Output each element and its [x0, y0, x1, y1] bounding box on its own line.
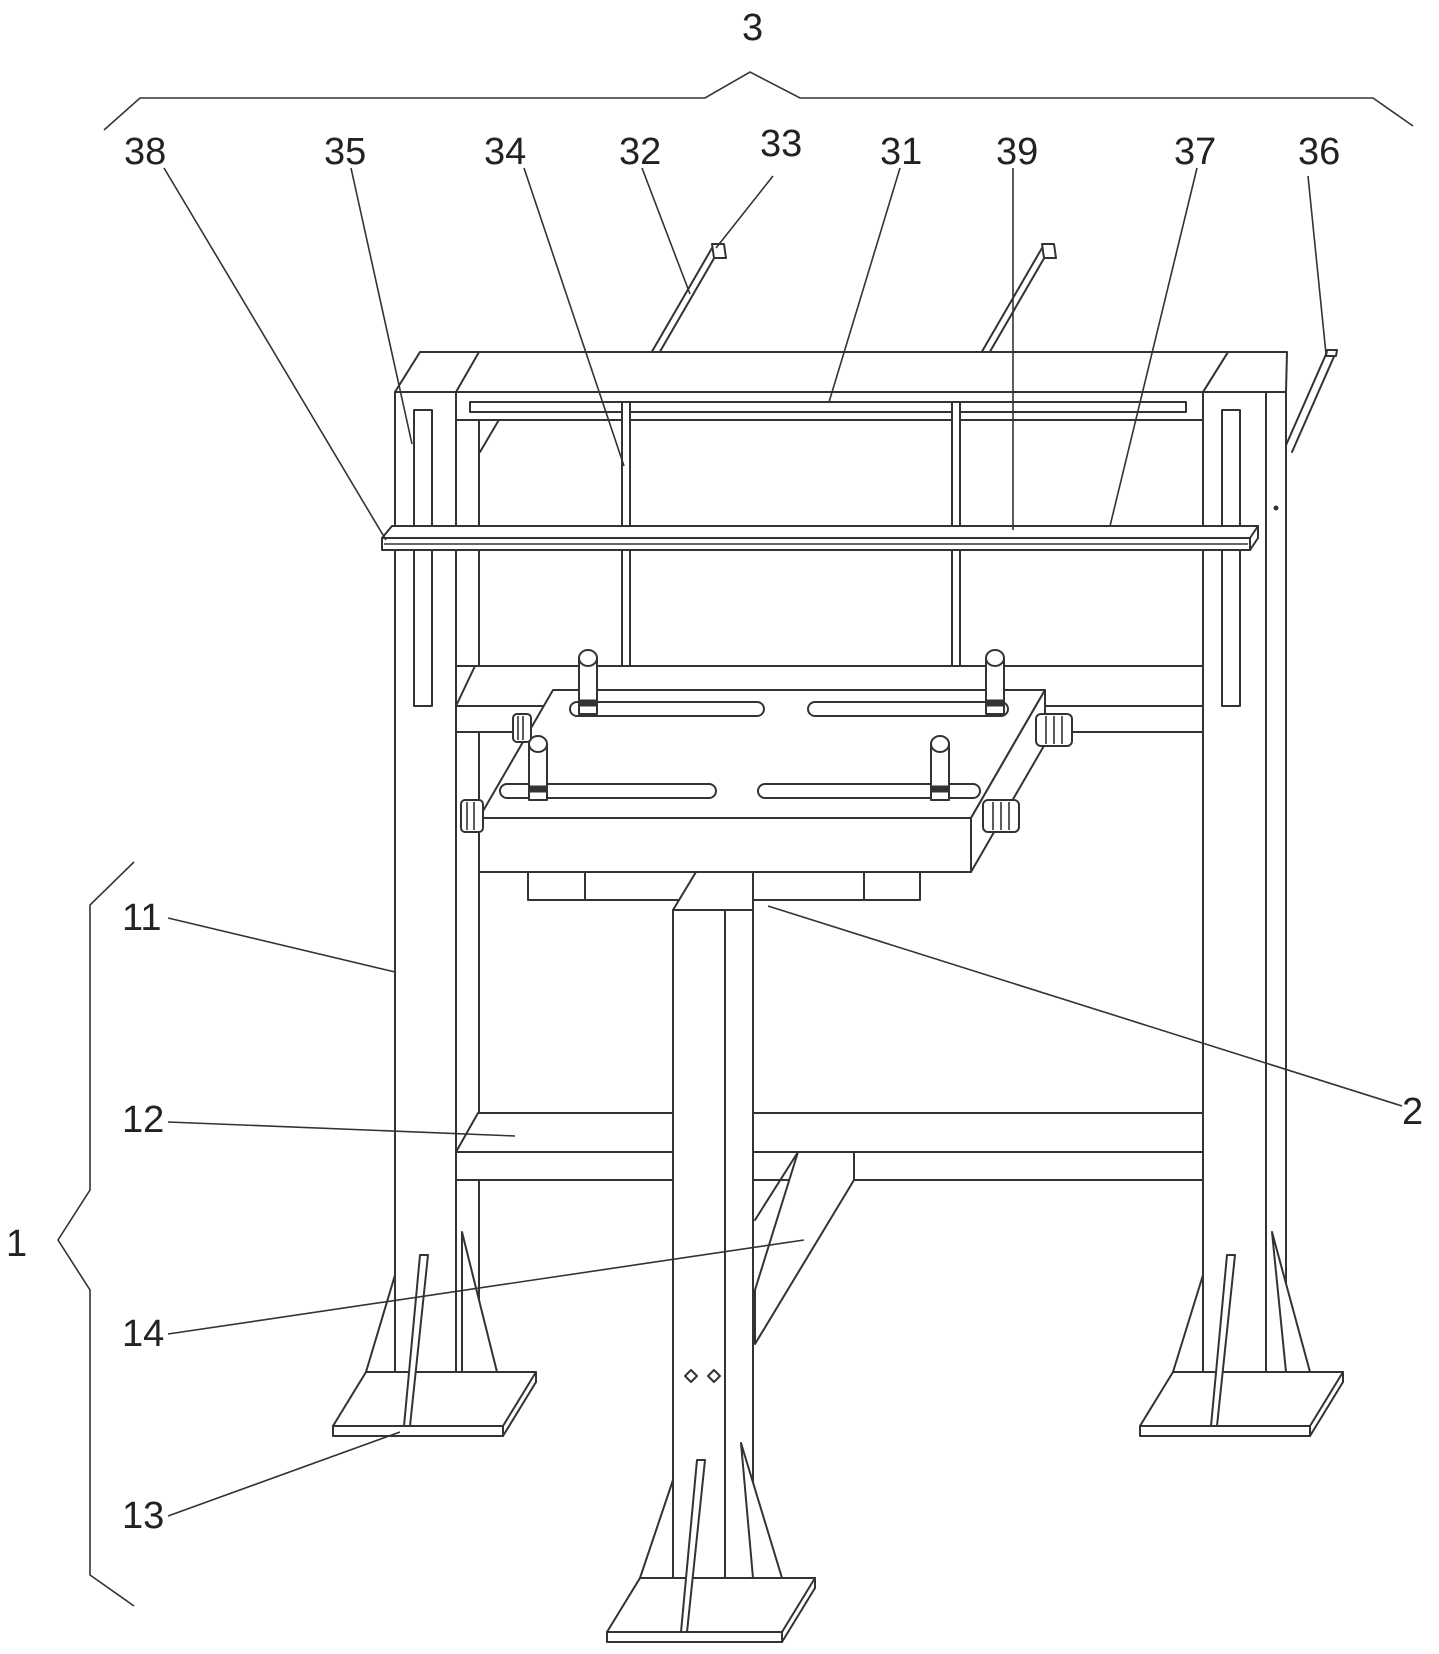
support-rail-39 [979, 243, 1057, 356]
reference-labels: 3 38 35 34 32 33 31 39 37 36 11 2 12 1 1… [6, 7, 1423, 1537]
label-1: 1 [6, 1223, 27, 1265]
clamp-knob [460, 799, 484, 833]
clamp-knob [512, 713, 532, 743]
label-2: 2 [1402, 1091, 1423, 1133]
label-14: 14 [122, 1313, 164, 1355]
label-13: 13 [122, 1495, 164, 1537]
top-beam [455, 351, 1229, 421]
label-3: 3 [742, 7, 763, 49]
locating-pin [528, 735, 548, 801]
label-38: 38 [124, 131, 166, 173]
label-35: 35 [324, 131, 366, 173]
foot-right [1139, 1231, 1344, 1437]
support-rail-32 [649, 243, 727, 356]
label-12: 12 [122, 1099, 164, 1141]
middle-crossbar [381, 525, 1259, 551]
brace-1 [57, 861, 135, 1607]
foot-left [332, 1231, 537, 1437]
label-37: 37 [1174, 131, 1216, 173]
label-36: 36 [1298, 131, 1340, 173]
brace-3 [103, 71, 1414, 131]
diagonal-brace [754, 1151, 855, 1345]
clamp-knob [1035, 713, 1073, 747]
label-33: 33 [760, 123, 802, 165]
foot-center [606, 1442, 816, 1643]
label-34: 34 [484, 131, 526, 173]
leader-lines [163, 167, 1403, 1517]
locating-pin [578, 649, 598, 715]
clamp-knob [982, 799, 1020, 833]
label-31: 31 [880, 131, 922, 173]
locating-pin [985, 649, 1005, 715]
clamping-table [478, 689, 1046, 901]
label-11: 11 [122, 897, 161, 939]
right-upright [1202, 351, 1288, 1391]
center-column [672, 871, 754, 1599]
label-39: 39 [996, 131, 1038, 173]
support-rail-36 [1282, 349, 1338, 453]
left-upright [394, 351, 481, 1391]
label-32: 32 [619, 131, 661, 173]
locating-pin [930, 735, 950, 801]
